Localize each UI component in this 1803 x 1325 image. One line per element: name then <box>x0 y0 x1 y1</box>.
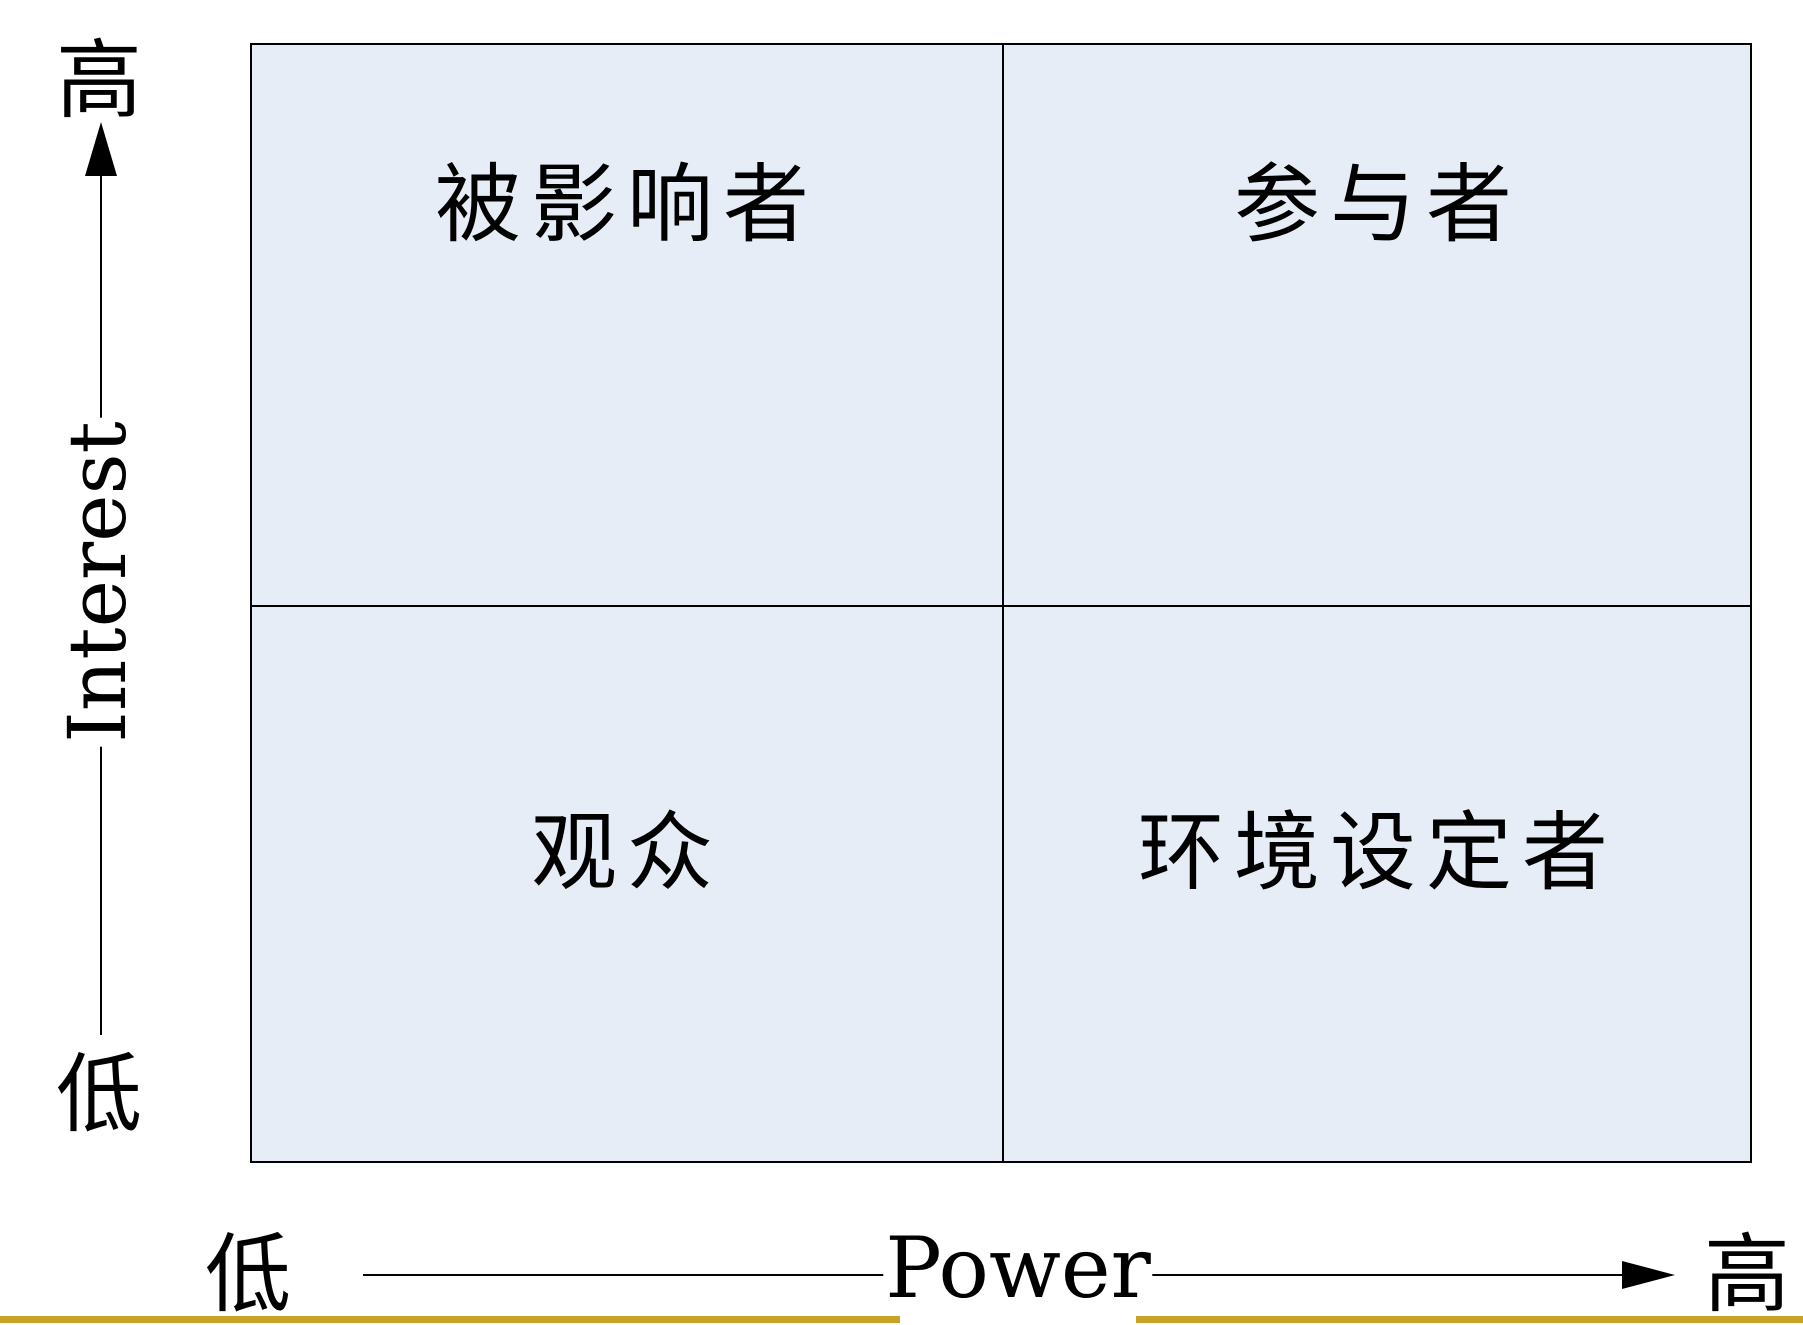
quadrant-top-right: 参与者 <box>1004 45 1752 605</box>
y-axis-low-label: 低 <box>56 1045 142 1145</box>
footer-rule-gap <box>900 1316 1136 1323</box>
x-axis-low-label: 低 <box>205 1225 291 1325</box>
x-axis-arrowhead-icon <box>1622 1261 1675 1289</box>
power-interest-grid: 被影响者 参与者 观众 环境设定者 <box>250 43 1752 1163</box>
quadrant-bottom-left-label: 观众 <box>531 803 723 903</box>
horizontal-divider <box>252 605 1750 607</box>
footer-rule <box>0 1316 1803 1323</box>
vertical-divider <box>1002 45 1004 1161</box>
quadrant-top-left: 被影响者 <box>252 45 1002 605</box>
quadrant-top-left-label: 被影响者 <box>435 155 819 255</box>
y-axis-arrowhead-icon <box>85 122 117 176</box>
quadrant-top-right-label: 参与者 <box>1234 155 1522 255</box>
quadrant-bottom-right: 环境设定者 <box>1004 607 1752 1163</box>
y-axis-high-label: 高 <box>56 31 142 131</box>
y-axis-title: Interest <box>51 417 144 747</box>
quadrant-bottom-right-label: 环境设定者 <box>1138 803 1618 903</box>
quadrant-bottom-left: 观众 <box>252 607 1002 1163</box>
x-axis-high-label: 高 <box>1704 1225 1790 1325</box>
x-axis-title: Power <box>883 1219 1153 1317</box>
